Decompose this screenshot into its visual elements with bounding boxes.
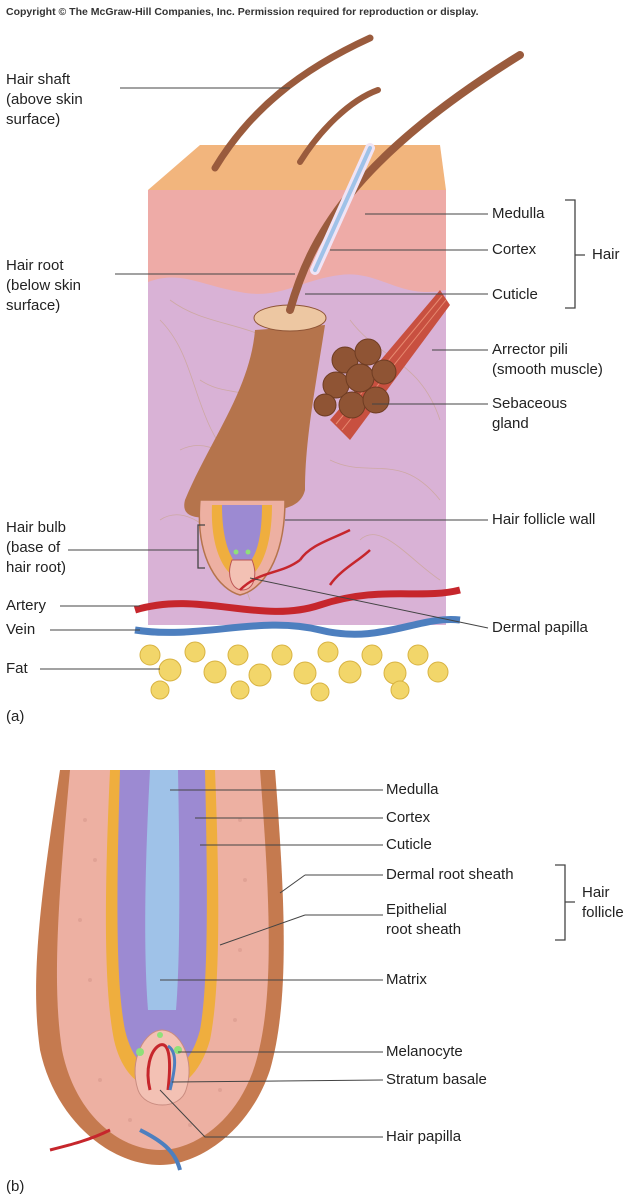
melanocyte-dot (174, 1046, 182, 1054)
artery (133, 586, 461, 615)
label-hair-papilla: Hair papilla (386, 1128, 462, 1145)
label-cuticle: Cuticle (492, 286, 538, 303)
label-line: surface) (6, 297, 61, 314)
label-matrix: Matrix (386, 971, 427, 988)
papilla-artery (146, 1043, 172, 1091)
label-line: Sebaceous (492, 395, 568, 412)
sebaceous-gland (313, 338, 397, 419)
label-line: (below skin (6, 277, 82, 294)
label-line: (smooth muscle) (492, 361, 603, 378)
label-melanocyte: Melanocyte (386, 1043, 463, 1060)
label-line: surface) (6, 111, 61, 128)
copyright-notice: Copyright © The McGraw-Hill Companies, I… (6, 6, 479, 18)
artery-b (49, 1128, 111, 1152)
label-line: Hair shaft (6, 71, 71, 88)
label-line: Hair bulb (6, 519, 67, 536)
label-vein: Vein (6, 621, 36, 638)
label-line: root sheath (386, 921, 462, 938)
label-cortex: Cortex (492, 241, 537, 258)
hair-follicle-bracket (555, 864, 575, 941)
label-dermal-papilla: Dermal papilla (492, 619, 588, 636)
melanocyte-dot (157, 1032, 163, 1038)
label-sebaceous-gland: Sebaceous gland (492, 394, 567, 434)
label-hair-follicle-group: Hair follicle (582, 883, 624, 923)
label-hair-group: Hair (592, 246, 620, 263)
label-line: (base of (6, 539, 61, 556)
medulla-layer (145, 770, 180, 1010)
label-arrector-pili: Arrector pili (smooth muscle) (492, 340, 603, 380)
epidermis (148, 190, 446, 294)
melanocyte-dot (136, 1048, 144, 1056)
hair-bulb-bracket (197, 524, 205, 569)
sheath-texture (78, 818, 247, 1127)
label-line: (above skin (6, 91, 83, 108)
bulb-matrix (222, 505, 262, 567)
skin-surface (148, 145, 446, 190)
part-a-letter: (a) (6, 708, 25, 725)
part-a-leaders (40, 87, 489, 670)
hair-medulla (313, 146, 372, 272)
label-line: Hair root (6, 257, 64, 274)
melanocyte-dot (233, 549, 239, 555)
label-stratum-basale: Stratum basale (386, 1071, 487, 1088)
fat-cells (139, 641, 449, 702)
papilla-vein (167, 1044, 177, 1091)
vein (134, 615, 461, 638)
label-b-cuticle: Cuticle (386, 836, 432, 853)
label-hair-follicle-wall: Hair follicle wall (492, 511, 596, 528)
label-line: follicle (582, 904, 624, 921)
dermal-papilla (229, 559, 256, 591)
label-hair-bulb: Hair bulb (base of hair root) (6, 518, 66, 578)
label-hair-shaft: Hair shaft (above skin surface) (6, 70, 83, 130)
part-b-leaders (159, 789, 384, 1138)
label-line: Hair (582, 884, 610, 901)
label-dermal-root-sheath: Dermal root sheath (386, 866, 514, 883)
label-artery: Artery (6, 597, 47, 614)
label-fat: Fat (6, 660, 28, 677)
artery-branches (239, 528, 371, 591)
label-b-medulla: Medulla (386, 781, 439, 798)
vein-b (139, 1128, 182, 1171)
label-hair-root: Hair root (below skin surface) (6, 256, 81, 316)
label-epithelial-root-sheath: Epithelial root sheath (386, 900, 461, 940)
label-line: hair root) (6, 559, 67, 576)
melanocyte-dot (245, 549, 251, 555)
label-line: Epithelial (386, 901, 447, 918)
label-line: gland (492, 415, 529, 432)
label-line: Arrector pili (492, 341, 568, 358)
label-b-cortex: Cortex (386, 809, 431, 826)
label-medulla: Medulla (492, 205, 545, 222)
part-b-letter: (b) (6, 1178, 25, 1195)
hair-follicle (184, 325, 325, 518)
hair-bracket (565, 199, 585, 309)
follicle-cross-section (36, 770, 284, 1171)
